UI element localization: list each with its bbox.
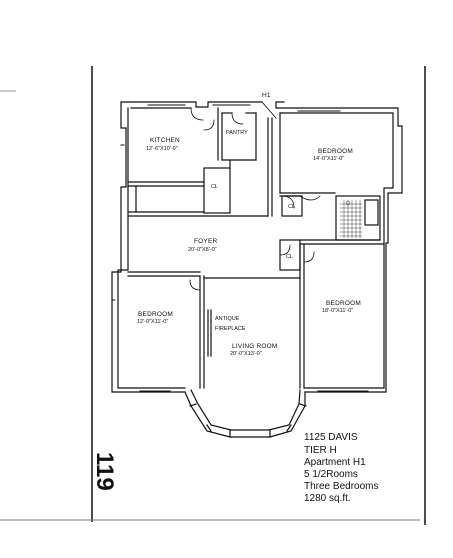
pantry-label: PANTRY — [226, 130, 248, 136]
unit-info: 1125 DAVIS TIER H Apartment H1 5 1/2Room… — [304, 432, 378, 504]
info-bedrooms: Three Bedrooms — [304, 481, 378, 492]
unit-label: H1 — [262, 92, 271, 99]
bedroom-sw-dims: 12'-0"X11'-0" — [137, 319, 168, 325]
closet-kitchen-label: CL — [211, 184, 218, 190]
info-address: 1125 DAVIS — [304, 432, 358, 443]
bedroom-ne-name: BEDROOM — [318, 148, 353, 155]
living-room-dims: 20'-0"X13'-0" — [230, 351, 262, 357]
bedroom-se-dims: 18'-0"X11'-0" — [322, 308, 353, 314]
info-rooms: 5 1/2Rooms — [304, 469, 358, 480]
closet-ne-label: CL — [288, 204, 295, 210]
page-number: 119 — [91, 452, 118, 491]
foyer-name: FOYER — [194, 238, 217, 245]
door-swings — [189, 101, 321, 291]
kitchen-name: KITCHEN — [150, 137, 180, 144]
interior-walls — [127, 107, 385, 389]
info-apartment: Apartment H1 — [304, 457, 366, 468]
bedroom-ne-dims: 14'-0"X11'-0" — [313, 156, 344, 162]
bay-window — [184, 389, 307, 438]
info-tier: TIER H — [304, 445, 337, 456]
living-room-name: LIVING ROOM — [232, 343, 278, 350]
bathroom-tiles — [339, 199, 363, 239]
closet-center-label: CL — [286, 254, 293, 260]
kitchen-dims: 12'-6"X10'-9" — [146, 146, 178, 152]
bedroom-sw-name: BEDROOM — [138, 311, 173, 318]
info-area: 1280 sq.ft. — [304, 493, 351, 504]
fireplace-label-1: ANTIQUE — [215, 316, 240, 322]
foyer-dims: 20'-0"X8'-0" — [188, 247, 217, 253]
bedroom-se-name: BEDROOM — [326, 300, 361, 307]
floor-plan — [111, 101, 403, 438]
fireplace-label-2: FIREPLACE — [215, 326, 246, 332]
window-marks — [111, 101, 369, 392]
